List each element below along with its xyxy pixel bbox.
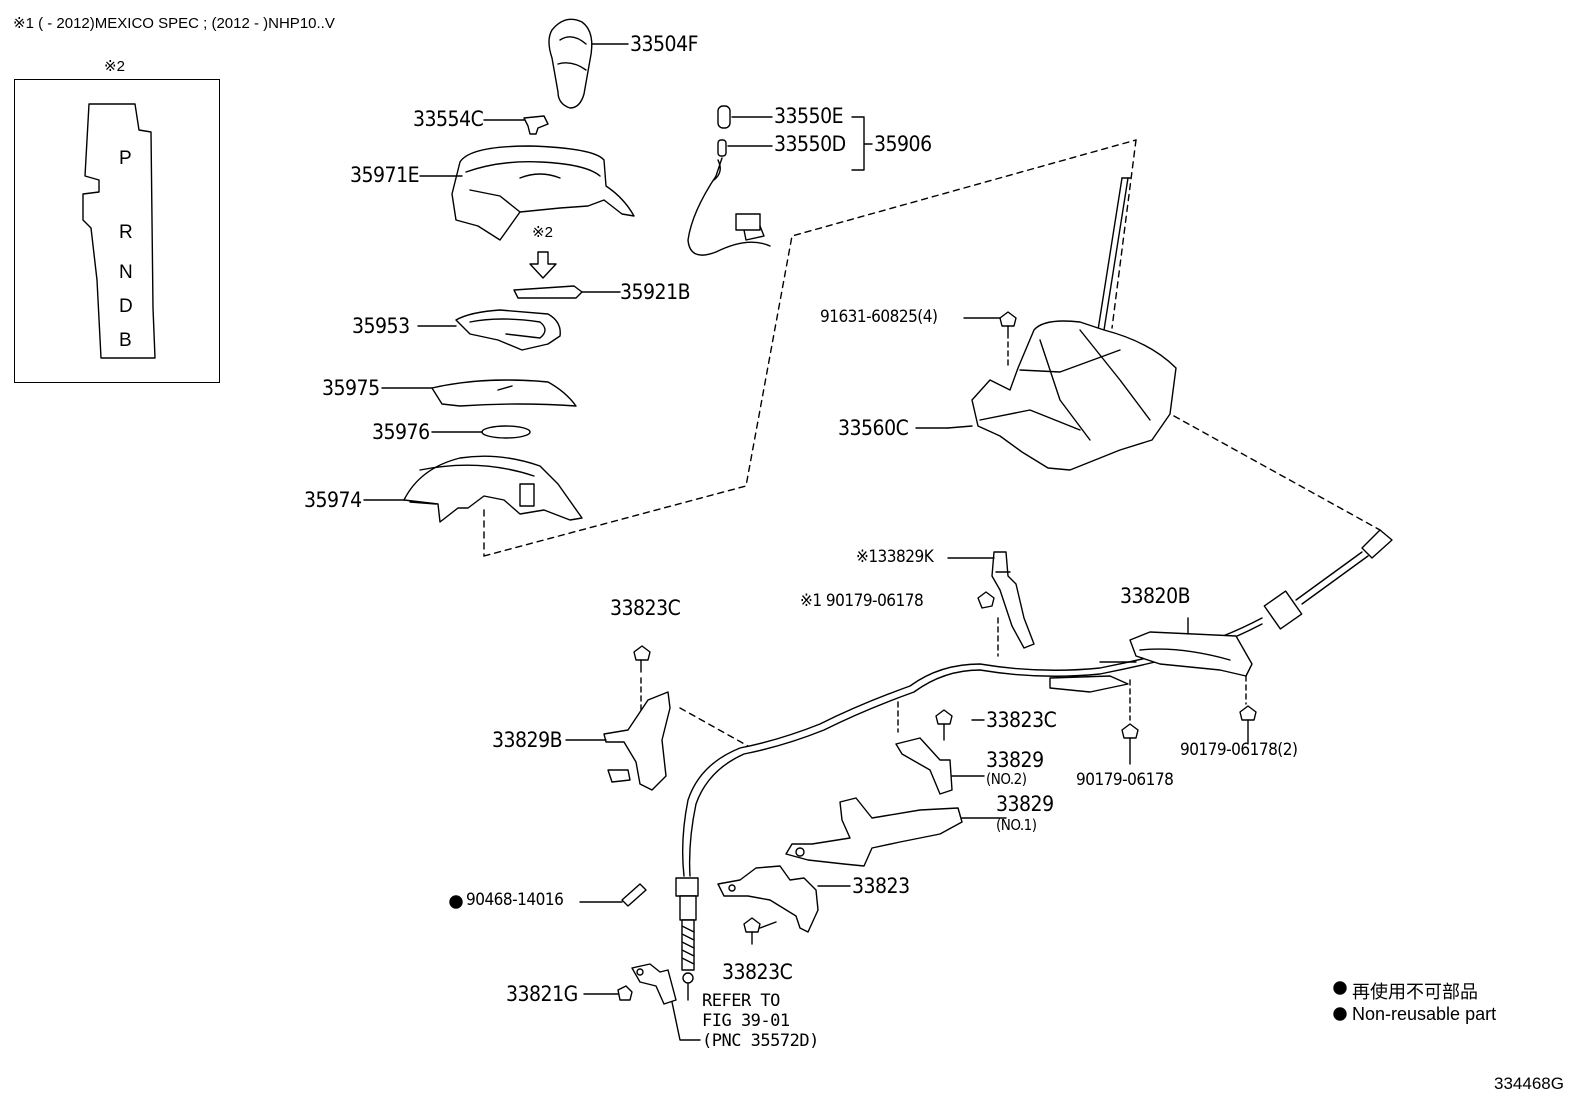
callout-90179-06178-2: 90179-06178(2) bbox=[1180, 740, 1298, 760]
bracket-33823-part bbox=[718, 866, 850, 932]
callout-33504F: 33504F bbox=[630, 32, 698, 56]
down-arrow-icon bbox=[530, 252, 556, 278]
refer-line-1: REFER TO bbox=[702, 991, 780, 1011]
callout-35906: 35906 bbox=[874, 132, 932, 156]
callout-33554C: 33554C bbox=[413, 107, 484, 131]
callout-33823: 33823 bbox=[852, 874, 910, 898]
bracket-33829B-part bbox=[566, 646, 748, 790]
callout-33829K: ※133829K bbox=[856, 547, 934, 567]
cable-bracket-part bbox=[584, 964, 700, 1040]
gate-letter-d: D bbox=[119, 296, 133, 317]
shift-knob-part bbox=[549, 19, 628, 108]
slide-plate-part bbox=[432, 426, 530, 438]
callout-33829-no1: 33829 bbox=[996, 792, 1054, 816]
callout-33829-no1-sub: (NO.1) bbox=[996, 816, 1037, 834]
clip-90468-part bbox=[580, 884, 646, 906]
callout-33823C-top: 33823C bbox=[610, 596, 681, 620]
bezel-part bbox=[418, 310, 560, 350]
callout-33821G: 33821G bbox=[506, 982, 578, 1006]
inset-marker: ※2 bbox=[104, 58, 125, 75]
callout-90179-06178-upper: ※1 90179-06178 bbox=[800, 591, 924, 611]
gate-letter-b: B bbox=[119, 330, 132, 351]
gate-letter-r: R bbox=[119, 222, 133, 243]
callout-35975: 35975 bbox=[322, 376, 380, 400]
callout-35953: 35953 bbox=[352, 314, 410, 338]
nut-lower-part bbox=[1122, 676, 1256, 764]
slide-sheet-part bbox=[382, 380, 576, 406]
callout-33560C: 33560C bbox=[838, 416, 909, 440]
callout-33550D: 33550D bbox=[774, 132, 846, 156]
callout-33823C-bottom: 33823C bbox=[722, 960, 793, 984]
shift-lever-assembly-part bbox=[916, 178, 1380, 530]
callout-marker2: ※2 bbox=[532, 224, 553, 241]
callout-90468-14016: 90468-14016 bbox=[466, 890, 564, 910]
callout-33829-no2-sub: (NO.2) bbox=[986, 770, 1027, 788]
callout-33823C-mid: 33823C bbox=[986, 708, 1057, 732]
callout-33820B: 33820B bbox=[1120, 584, 1191, 608]
callout-35921B: 35921B bbox=[620, 280, 691, 304]
assembly-dashed-outline bbox=[484, 140, 1136, 556]
callout-35974: 35974 bbox=[304, 488, 362, 512]
nut-part bbox=[978, 592, 998, 656]
clip-part bbox=[484, 116, 548, 134]
lower-housing-part bbox=[364, 456, 582, 522]
callout-91631-60825: 91631-60825(4) bbox=[820, 307, 938, 327]
callout-35976: 35976 bbox=[372, 420, 430, 444]
refer-line-3: (PNC 35572D) bbox=[702, 1031, 819, 1051]
callout-33550E: 33550E bbox=[774, 104, 844, 128]
shift-gate-inset: P R N D B bbox=[14, 79, 220, 383]
callout-33829B: 33829B bbox=[492, 728, 563, 752]
bolt-part bbox=[744, 918, 776, 944]
callout-33829-no2: 33829 bbox=[986, 748, 1044, 772]
bulb-socket-part bbox=[688, 106, 872, 255]
callout-90179-06178-lower: 90179-06178 bbox=[1076, 770, 1174, 790]
spec-note: ※1 ( - 2012)MEXICO SPEC ; (2012 - )NHP10… bbox=[13, 15, 335, 32]
legend-en: Non-reusable part bbox=[1352, 1004, 1497, 1024]
refer-line-2: FIG 39-01 bbox=[702, 1011, 790, 1031]
legend-jp: 再使用不可部品 bbox=[1352, 982, 1478, 1002]
bracket-33829-no1-part bbox=[786, 798, 1006, 866]
callout-35971E: 35971E bbox=[350, 163, 420, 187]
bracket-33829-no2-part bbox=[896, 702, 984, 794]
indicator-housing-part bbox=[420, 146, 634, 240]
gate-outline bbox=[15, 80, 221, 384]
plate-part bbox=[514, 286, 620, 298]
gate-letter-p: P bbox=[119, 148, 132, 169]
gate-letter-n: N bbox=[119, 262, 133, 283]
figure-id: 334468G bbox=[1494, 1074, 1564, 1093]
shift-cable-part bbox=[676, 530, 1392, 983]
